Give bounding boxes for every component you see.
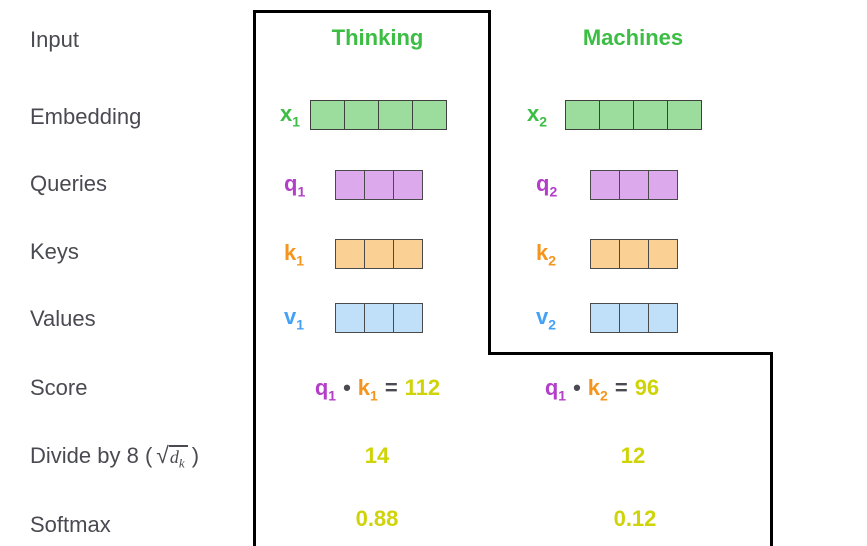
vector-cell xyxy=(648,303,678,333)
dot-product-operator: • xyxy=(343,375,351,400)
dot-product-operator: • xyxy=(573,375,581,400)
radical-sign: √ xyxy=(156,442,169,468)
score-q-term: q1 xyxy=(544,375,567,404)
vector-cell xyxy=(648,239,678,269)
highlight-box-top-edge xyxy=(253,10,491,13)
value-label-v1: v1 xyxy=(284,304,305,333)
score-expression-thinking: q1•k1=112 xyxy=(260,375,495,404)
value-vector-v1 xyxy=(335,303,423,333)
highlight-box-left-edge xyxy=(253,10,256,546)
vector-cell xyxy=(619,170,649,200)
highlight-box-right-lower-edge xyxy=(770,352,773,546)
highlight-box-step-edge xyxy=(488,352,773,355)
equals-sign: = xyxy=(614,375,628,400)
vector-cell xyxy=(565,100,600,130)
score-k-term: k2 xyxy=(587,375,608,404)
vector-cell xyxy=(590,239,620,269)
query-label-q1: q1 xyxy=(284,171,306,200)
vector-cell xyxy=(335,170,365,200)
key-vector-k1 xyxy=(335,239,423,269)
softmax-value-machines: 0.12 xyxy=(613,506,657,531)
row-label-divide: Divide by 8 (√dk) xyxy=(30,442,199,474)
vector-cell xyxy=(648,170,678,200)
vector-cell xyxy=(335,239,365,269)
vector-cell xyxy=(590,170,620,200)
vector-cell xyxy=(364,303,394,333)
vector-cell xyxy=(335,303,365,333)
query-vector-q1 xyxy=(335,170,423,200)
key-vector-k2 xyxy=(590,239,678,269)
row-label-softmax: Softmax xyxy=(30,512,111,537)
vector-cell xyxy=(393,239,423,269)
score-value: 96 xyxy=(634,375,660,400)
vector-cell xyxy=(590,303,620,333)
value-label-v2: v2 xyxy=(536,304,557,333)
highlight-box-right-upper-edge xyxy=(488,10,491,352)
vector-cell xyxy=(393,170,423,200)
embedding-vector-x2 xyxy=(565,100,702,130)
vector-cell xyxy=(599,100,634,130)
word-title-thinking: Thinking xyxy=(331,25,424,50)
vector-cell xyxy=(412,100,447,130)
embedding-label-x2: x2 xyxy=(527,101,548,130)
sqrt-dk-expression: √dk xyxy=(156,442,188,474)
score-q-term: q1 xyxy=(314,375,337,404)
vector-cell xyxy=(364,170,394,200)
vector-cell xyxy=(667,100,702,130)
equals-sign: = xyxy=(384,375,398,400)
vector-cell xyxy=(619,239,649,269)
divided-score-machines: 12 xyxy=(620,443,646,468)
vector-cell xyxy=(364,239,394,269)
row-label-embedding: Embedding xyxy=(30,104,142,129)
query-vector-q2 xyxy=(590,170,678,200)
key-label-k1: k1 xyxy=(284,240,305,269)
key-label-k2: k2 xyxy=(536,240,557,269)
word-title-machines: Machines xyxy=(582,25,684,50)
query-label-q2: q2 xyxy=(536,171,558,200)
radical-argument: dk xyxy=(168,445,188,474)
score-value: 112 xyxy=(404,375,441,400)
embedding-label-x1: x1 xyxy=(280,101,301,130)
softmax-value-thinking: 0.88 xyxy=(355,506,399,531)
row-label-score: Score xyxy=(30,375,88,400)
divide-label-prefix: Divide by 8 ( xyxy=(30,443,153,468)
vector-cell xyxy=(393,303,423,333)
row-label-keys: Keys xyxy=(30,239,79,264)
vector-cell xyxy=(633,100,668,130)
vector-cell xyxy=(310,100,345,130)
row-label-input: Input xyxy=(30,27,79,52)
score-k-term: k1 xyxy=(357,375,378,404)
vector-cell xyxy=(378,100,413,130)
row-label-queries: Queries xyxy=(30,171,108,196)
vector-cell xyxy=(619,303,649,333)
divided-score-thinking: 14 xyxy=(364,443,390,468)
vector-cell xyxy=(344,100,379,130)
score-expression-machines: q1•k2=96 xyxy=(492,375,712,404)
value-vector-v2 xyxy=(590,303,678,333)
divide-label-suffix: ) xyxy=(191,443,200,468)
row-label-values: Values xyxy=(30,306,96,331)
embedding-vector-x1 xyxy=(310,100,447,130)
